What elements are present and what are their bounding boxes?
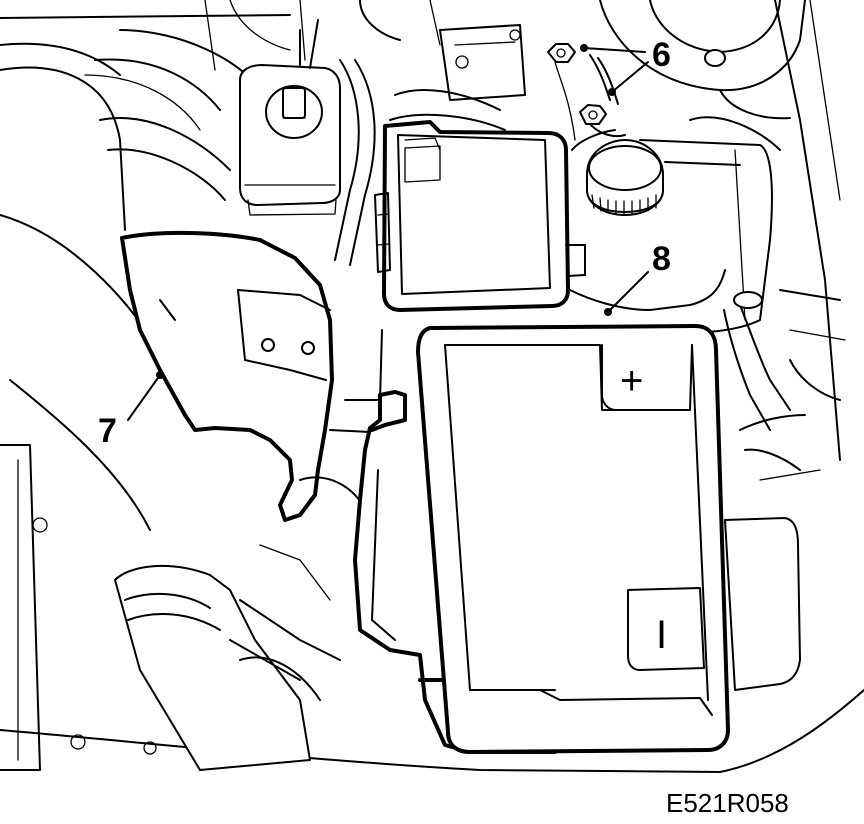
intake-hose <box>114 476 371 771</box>
leader-6a-dot <box>580 44 588 52</box>
positive-terminal-symbol: + <box>620 359 643 403</box>
callout-7: 7 <box>98 412 117 450</box>
callout-8: 8 <box>652 240 671 278</box>
leader-8-dot <box>604 308 612 316</box>
negative-terminal-symbol: I <box>656 613 667 657</box>
leader-6b <box>611 61 649 93</box>
callout-6: 6 <box>652 36 671 74</box>
leader-7 <box>127 374 161 421</box>
brake-fluid-reservoir <box>239 19 341 216</box>
negative-terminal-outline <box>627 587 705 671</box>
battery: + I <box>416 324 730 754</box>
leader-6a <box>583 47 646 53</box>
background-linework <box>0 0 864 773</box>
heat-shield-bracket <box>120 230 334 522</box>
callout-leaders <box>127 44 649 421</box>
positive-terminal-outline <box>601 344 691 411</box>
coolant-filler-cap <box>569 129 726 311</box>
leader-6b-dot <box>608 88 616 96</box>
mounting-nuts <box>547 43 626 141</box>
figure-code: E521R058 <box>666 788 789 818</box>
relay-box <box>374 120 586 312</box>
leader-7-dot <box>156 371 164 379</box>
leader-8 <box>607 271 649 313</box>
